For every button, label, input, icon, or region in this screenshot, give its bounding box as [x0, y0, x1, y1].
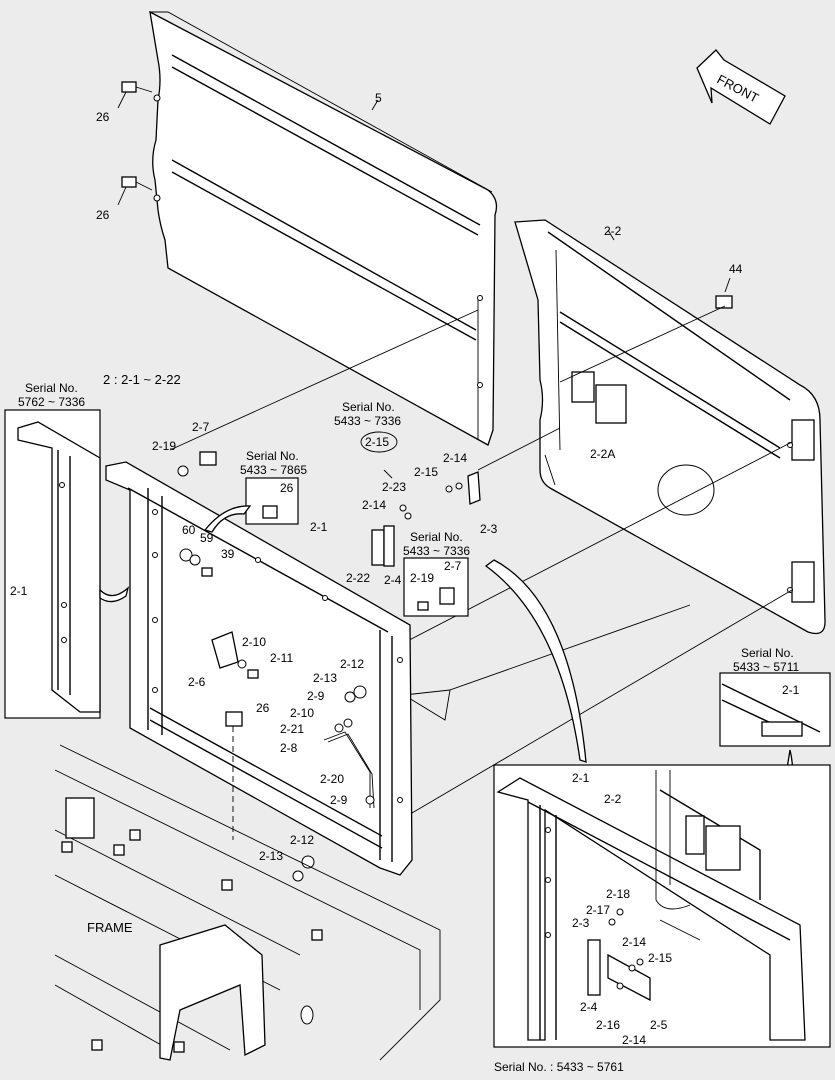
label-2-8: 2-8	[280, 741, 298, 755]
curved-pointer-big	[484, 559, 587, 763]
label-2-15-circled: 2-15	[365, 435, 389, 449]
label-26-d: 26	[256, 701, 270, 715]
label-2-9-b: 2-9	[330, 793, 348, 807]
label-2-10-b: 2-10	[290, 706, 314, 720]
label-2-19-a: 2-19	[152, 439, 176, 453]
label-2-14-a: 2-14	[443, 451, 467, 465]
inset-219-serial-title: Serial No.	[410, 530, 463, 544]
bottom-right-serial: Serial No. : 5433 ~ 5761	[494, 1060, 624, 1074]
label-2-21: 2-21	[280, 722, 304, 736]
label-2-1-d: 2-1	[572, 771, 590, 785]
base-frame: FRAME	[54, 744, 441, 1061]
label-2-13-b: 2-13	[259, 849, 283, 863]
label-2-1-b: 2-1	[10, 584, 28, 598]
main-mount-frame	[105, 461, 413, 876]
right-small-inset: Serial No. 5433 ~ 5711	[719, 646, 831, 747]
label-2-20: 2-20	[320, 772, 344, 786]
group-note: 2 : 2-1 ~ 2-22	[103, 372, 181, 387]
label-2-6: 2-6	[188, 675, 206, 689]
inset-26-serial-range: 5433 ~ 7865	[240, 463, 307, 477]
label-2-7-b: 2-7	[444, 559, 462, 573]
top-215-serial-title: Serial No.	[342, 400, 395, 414]
left-inset-serial-title: Serial No.	[25, 381, 78, 395]
label-2-9-a: 2-9	[307, 689, 325, 703]
label-2-12-a: 2-12	[340, 657, 364, 671]
label-2-3-b: 2-3	[572, 916, 590, 930]
circle-215	[360, 431, 398, 453]
label-44: 44	[729, 262, 743, 276]
label-2-14-b: 2-14	[362, 498, 386, 512]
label-2-10-a: 2-10	[242, 635, 266, 649]
top-cover-panel	[149, 10, 498, 446]
label-2-12-b: 2-12	[290, 833, 314, 847]
label-2-4: 2-4	[384, 573, 402, 587]
inset-26-box: Serial No. 5433 ~ 7865	[240, 449, 307, 525]
label-59: 59	[200, 531, 214, 545]
part-labels: 5 26 26 2-2 44 2 : 2-1 ~ 2-22 Serial No.…	[10, 91, 800, 1047]
label-2-2A: 2-2A	[590, 447, 615, 461]
label-2-23: 2-23	[382, 480, 406, 494]
label-26-c: 26	[280, 481, 294, 495]
left-inset-serial-range: 5762 ~ 7336	[18, 395, 85, 409]
inset-219-box: Serial No. 5433 ~ 7336	[403, 530, 470, 617]
label-2-15-a: 2-15	[414, 465, 438, 479]
label-2-2-b: 2-2	[604, 792, 622, 806]
bolt-26-upper	[121, 81, 153, 93]
label-5: 5	[375, 91, 382, 105]
label-2-7-a: 2-7	[192, 420, 210, 434]
right-small-serial-title: Serial No.	[741, 646, 794, 660]
top-215-serial-range: 5433 ~ 7336	[334, 414, 401, 428]
curved-pointer-left	[99, 586, 130, 603]
label-2-19-b: 2-19	[410, 571, 434, 585]
inset-26-serial-title: Serial No.	[246, 449, 299, 463]
left-inset-box: Serial No. 5762 ~ 7336	[4, 381, 101, 719]
curved-pointer-26	[203, 505, 252, 533]
label-2-1-a: 2-1	[310, 520, 328, 534]
label-2-11: 2-11	[270, 651, 293, 665]
label-2-18: 2-18	[606, 887, 630, 901]
bottom-right-detail: Serial No. : 5433 ~ 5761	[493, 764, 831, 1074]
label-39: 39	[221, 547, 235, 561]
right-door-panel	[514, 219, 826, 635]
label-2-15-b: 2-15	[648, 951, 672, 965]
label-2-14-d: 2-14	[622, 1033, 646, 1047]
label-26-b: 26	[96, 208, 110, 222]
label-2-16: 2-16	[596, 1018, 620, 1032]
label-2-3: 2-3	[480, 522, 498, 536]
front-arrow: FRONT	[696, 49, 786, 125]
label-60: 60	[182, 523, 196, 537]
label-2-4-b: 2-4	[580, 1000, 598, 1014]
right-small-serial-range: 5433 ~ 5711	[733, 660, 800, 674]
label-2-2: 2-2	[604, 224, 622, 238]
frame-label: FRAME	[87, 920, 133, 935]
label-2-13-a: 2-13	[313, 671, 337, 685]
small-fasteners	[177, 451, 481, 882]
label-2-17: 2-17	[586, 903, 610, 917]
label-2-22: 2-22	[346, 571, 370, 585]
inset-219-serial-range: 5433 ~ 7336	[403, 544, 470, 558]
label-2-1-c: 2-1	[782, 683, 800, 697]
label-26-a: 26	[96, 110, 110, 124]
bolt-26-lower	[121, 176, 153, 191]
label-2-14-c: 2-14	[622, 935, 646, 949]
label-2-5: 2-5	[650, 1018, 668, 1032]
bolt-44	[715, 295, 733, 309]
